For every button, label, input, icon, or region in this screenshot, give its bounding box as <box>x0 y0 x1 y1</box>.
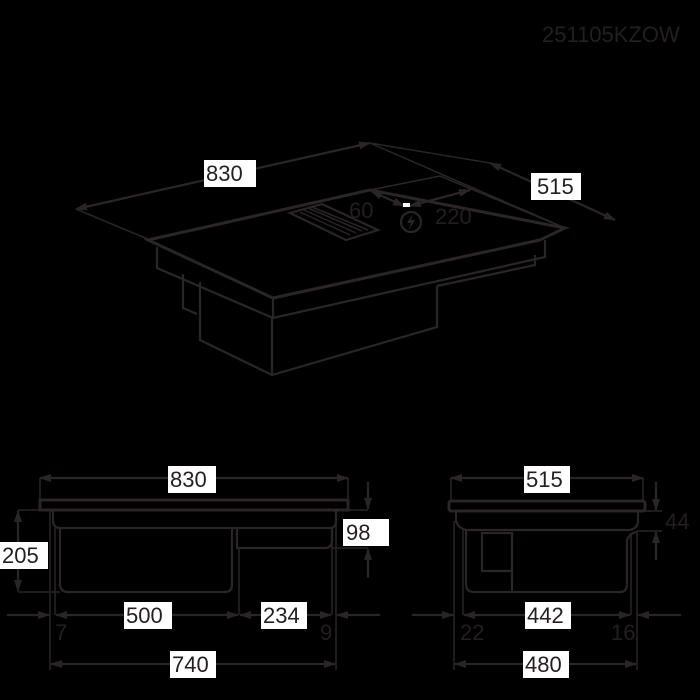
left-box-label-box <box>124 602 172 629</box>
iso-width-extension-left <box>75 208 151 241</box>
glass-back-edge <box>147 188 371 242</box>
rim-step-right <box>436 255 537 288</box>
right-box-label-box <box>261 602 307 629</box>
front-rim <box>51 510 338 530</box>
front-left-box <box>58 528 234 594</box>
model-code: 251105KZOW <box>542 22 680 47</box>
side-depth-label: 515 <box>526 467 563 492</box>
box-depth-label-box <box>525 602 571 629</box>
socket-marker <box>403 203 410 207</box>
vent-offset-dimension-line <box>370 189 405 208</box>
socket-offset-label: 220 <box>435 204 472 229</box>
cutout-width-label-box <box>170 651 216 678</box>
cutout-width-label: 740 <box>172 652 209 677</box>
front-right-box <box>235 528 334 550</box>
side-depth-label-box <box>524 466 570 493</box>
under-box-outline <box>198 282 439 377</box>
isometric-view: 830 515 60 <box>75 141 616 377</box>
iso-width-label-box <box>204 160 256 187</box>
side-view: 515 44 442 22 16 480 <box>412 466 689 678</box>
side-tab <box>181 274 198 316</box>
extraction-zone-edge <box>369 175 441 191</box>
front-margin-label: 22 <box>460 620 484 645</box>
height-label: 205 <box>2 543 39 568</box>
right-zone-edge <box>439 175 566 229</box>
iso-width-label: 830 <box>206 161 243 186</box>
front-width-label: 830 <box>170 467 207 492</box>
iso-depth-label-box <box>531 173 581 200</box>
vent-offset-label: 60 <box>349 198 373 223</box>
right-margin-label: 9 <box>320 620 332 645</box>
vent-grille <box>286 202 382 242</box>
iso-depth-label: 515 <box>537 174 574 199</box>
box-depth-label: 442 <box>527 603 564 628</box>
rear-margin-label: 16 <box>611 620 635 645</box>
left-box-label: 500 <box>126 603 163 628</box>
cutout-depth-label: 480 <box>525 652 562 677</box>
glass-thickness-label: 44 <box>665 509 689 534</box>
side-box <box>464 530 637 594</box>
front-width-label-box <box>168 466 216 493</box>
power-connection-icon <box>399 210 423 234</box>
height-label-box <box>0 542 48 569</box>
side-connector-block <box>480 531 514 573</box>
right-box-label: 234 <box>263 603 300 628</box>
left-margin-label: 7 <box>55 620 67 645</box>
socket-offset-dimension-line <box>409 188 471 208</box>
iso-depth-extension <box>369 142 491 164</box>
front-view: 830 205 98 500 234 <box>0 466 389 678</box>
side-rim <box>454 511 640 532</box>
front-glass <box>38 498 350 512</box>
cutout-depth-label-box <box>523 651 569 678</box>
side-glass <box>447 499 647 513</box>
side-unit-label-box <box>343 519 389 546</box>
side-unit-label: 98 <box>346 520 370 545</box>
